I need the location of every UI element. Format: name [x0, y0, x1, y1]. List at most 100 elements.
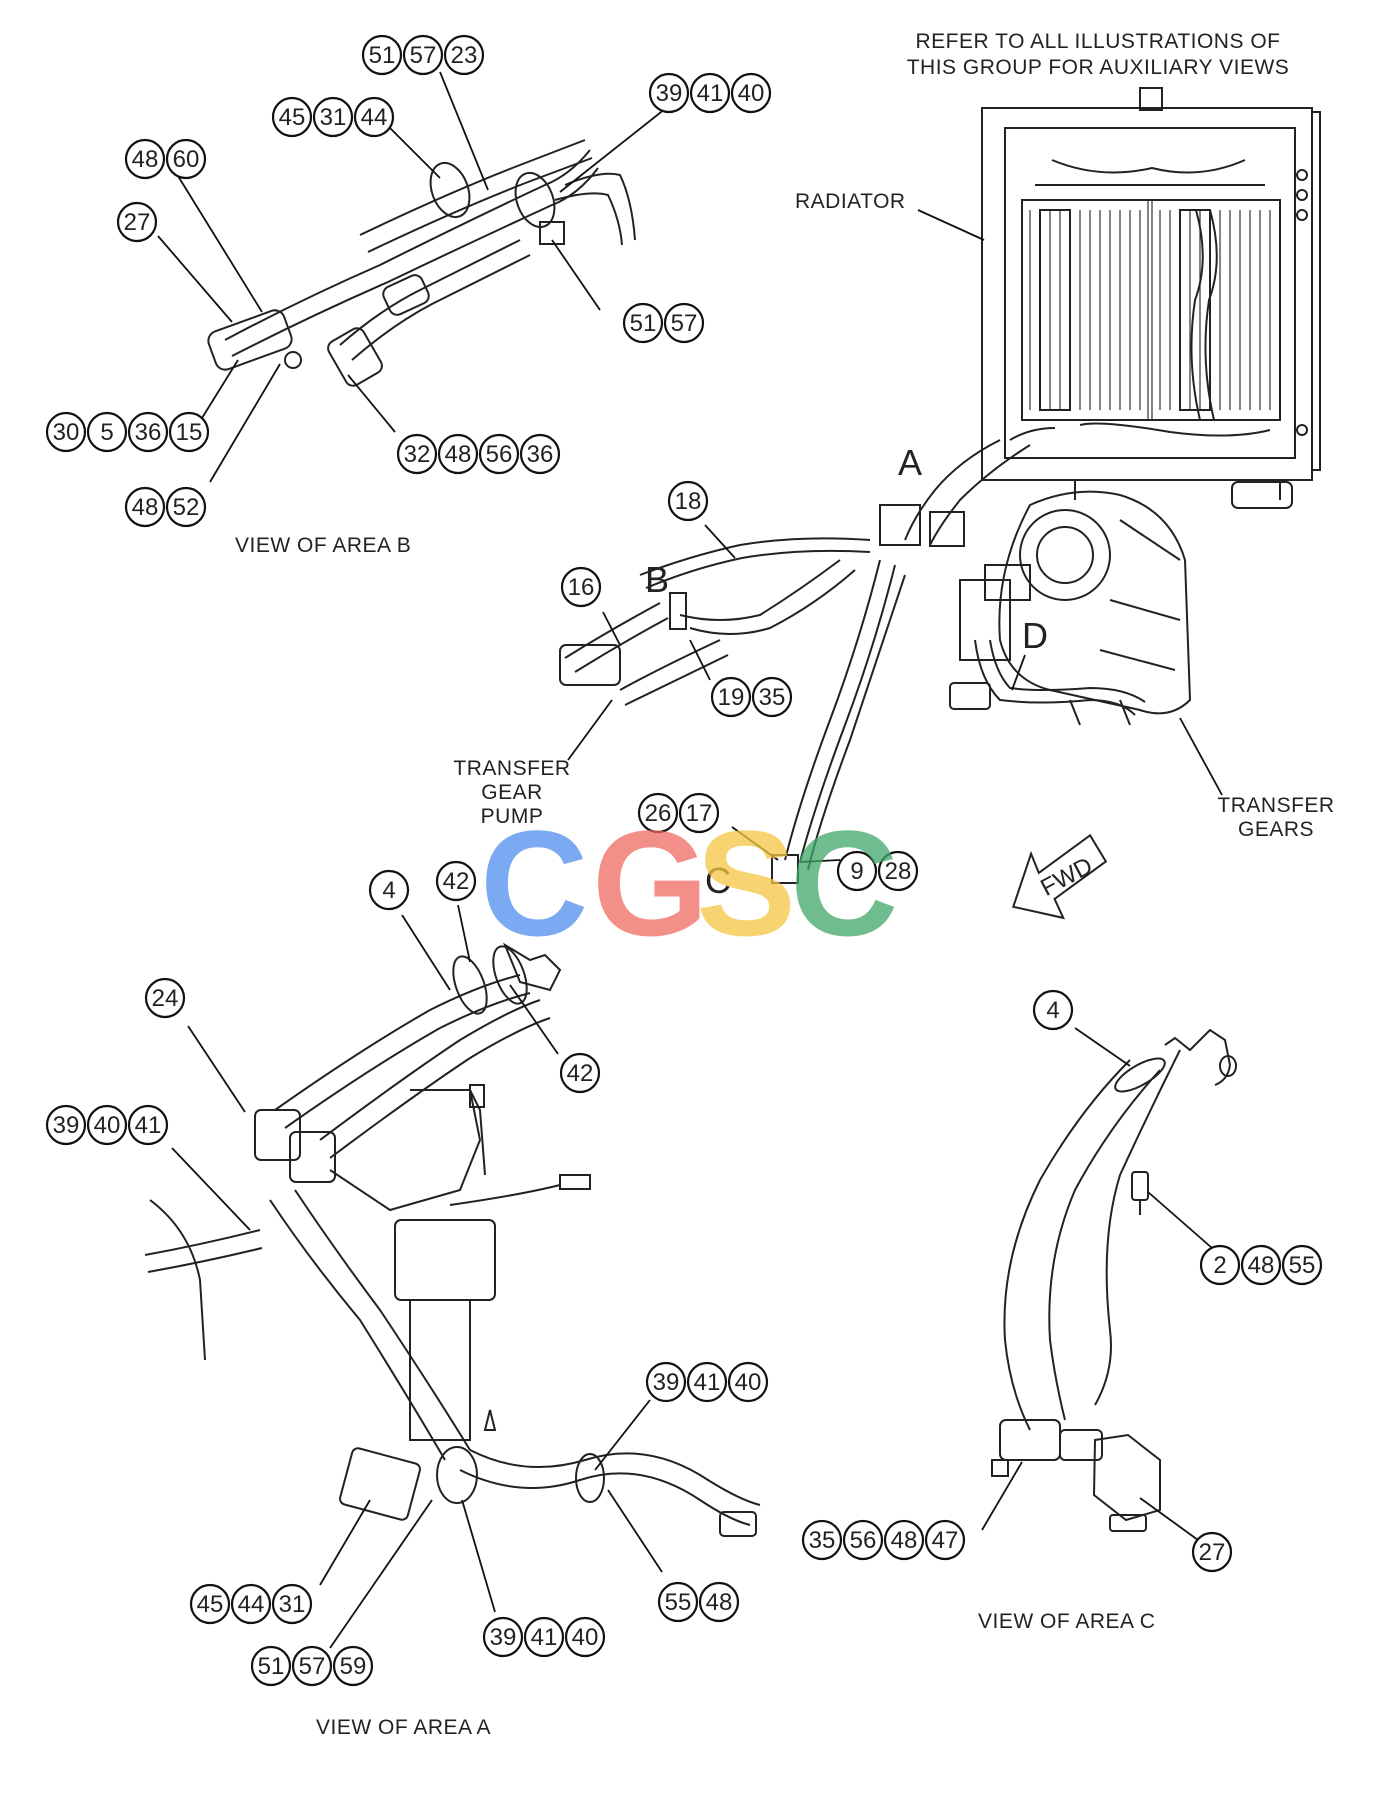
callout-bubble: [1240, 1244, 1282, 1286]
callout-bubble: [45, 1104, 87, 1146]
fwd-label: FWD: [1036, 852, 1097, 901]
callout-c4: 27: [1191, 1531, 1233, 1573]
callout-bubble: [678, 792, 720, 834]
callout-number: 9: [850, 858, 863, 885]
callout-number: 32: [404, 441, 431, 468]
view-area-b-caption: VIEW OF AREA B: [235, 534, 411, 557]
main-leader-19: [689, 639, 711, 681]
callout-number: 27: [124, 209, 151, 236]
callout-bubble: [698, 1581, 740, 1623]
callout-number: 51: [369, 42, 396, 69]
callout-number: 39: [653, 1369, 680, 1396]
callout-bubble: [45, 411, 87, 453]
callout-number: 4: [382, 877, 395, 904]
callout-a3: 42: [559, 1052, 601, 1094]
callout-bubble: [124, 138, 166, 180]
callout-bubble: [478, 433, 520, 475]
callout-bubble: [564, 1616, 606, 1658]
callout-bubble: [402, 34, 444, 76]
area-c-drawing: [991, 1028, 1237, 1532]
callout-number: 55: [1289, 1252, 1316, 1279]
callout-number: 27: [1199, 1539, 1226, 1566]
callout-number: 5: [100, 419, 113, 446]
callout-number: 40: [94, 1112, 121, 1139]
callout-number: 40: [572, 1624, 599, 1651]
callout-m2: 16: [560, 566, 602, 608]
pump-leader: [567, 699, 613, 761]
callout-number: 36: [527, 441, 554, 468]
callout-bubble: [271, 1583, 313, 1625]
callout-bubble: [883, 1519, 925, 1561]
callout-bubble: [312, 96, 354, 138]
callout-number: 35: [759, 684, 786, 711]
callout-bubble: [842, 1519, 884, 1561]
callout-bubble: [435, 860, 477, 902]
callout-number: 48: [445, 441, 472, 468]
callout-bubble: [657, 1581, 699, 1623]
callout-bubble: [877, 850, 919, 892]
callout-number: 48: [706, 1589, 733, 1616]
callout-bubble: [648, 72, 690, 114]
view-area-a-caption: VIEW OF AREA A: [316, 1716, 491, 1739]
area-d-leader: [1011, 654, 1026, 691]
area-a-leader-10: [329, 1499, 433, 1649]
transfer-gear-pump-label-3: PUMP: [481, 805, 544, 828]
callout-number: 56: [850, 1527, 877, 1554]
callout-number: 18: [675, 488, 702, 515]
callout-number: 31: [320, 104, 347, 131]
callout-number: 26: [645, 800, 672, 827]
callout-bubble: [924, 1519, 966, 1561]
cgsc-watermark: C G S C: [480, 799, 898, 967]
callout-bubble: [689, 72, 731, 114]
callout-bubble: [127, 411, 169, 453]
area-c-leader-3: [981, 1461, 1023, 1531]
callout-bubble: [86, 1104, 128, 1146]
callout-number: 2: [1213, 1252, 1226, 1279]
callout-number: 48: [132, 146, 159, 173]
callout-bubble: [727, 1361, 769, 1403]
callout-number: 28: [885, 858, 912, 885]
callout-number: 48: [891, 1527, 918, 1554]
callout-number: 39: [656, 80, 683, 107]
callout-number: 17: [686, 800, 713, 827]
area-b-leader-8: [347, 374, 396, 433]
callout-number: 31: [279, 1591, 306, 1618]
callout-number: 44: [238, 1591, 265, 1618]
callout-number: 16: [568, 574, 595, 601]
callout-number: 19: [718, 684, 745, 711]
callout-bubble: [836, 850, 878, 892]
callout-bubble: [443, 34, 485, 76]
callout-bubble: [663, 302, 705, 344]
callout-number: 55: [665, 1589, 692, 1616]
area-d-marker: D: [1022, 615, 1048, 656]
callout-bubble: [124, 486, 166, 528]
callout-a2: 42: [435, 860, 477, 902]
callout-bubble: [127, 1104, 169, 1146]
callout-number: 41: [135, 1112, 162, 1139]
area-b-leader-1: [439, 71, 489, 191]
area-c-leader-2: [1147, 1191, 1213, 1249]
callout-a1: 4: [368, 869, 410, 911]
area-a-leader-4: [187, 1025, 246, 1113]
area-b-marker: B: [645, 559, 669, 600]
callout-number: 44: [361, 104, 388, 131]
callout-number: 40: [738, 80, 765, 107]
callout-number: 42: [443, 868, 470, 895]
callout-bubble: [437, 433, 479, 475]
main-assembly-drawing: [559, 422, 1271, 884]
callout-bubble: [116, 201, 158, 243]
area-b-leader-7: [201, 359, 239, 419]
callout-number: 4: [1046, 997, 1059, 1024]
callout-bubble: [1281, 1244, 1323, 1286]
callout-number: 52: [173, 494, 200, 521]
watermark-letter-1: C: [480, 799, 588, 967]
transfer-gear-pump-label-2: GEAR: [481, 781, 543, 804]
